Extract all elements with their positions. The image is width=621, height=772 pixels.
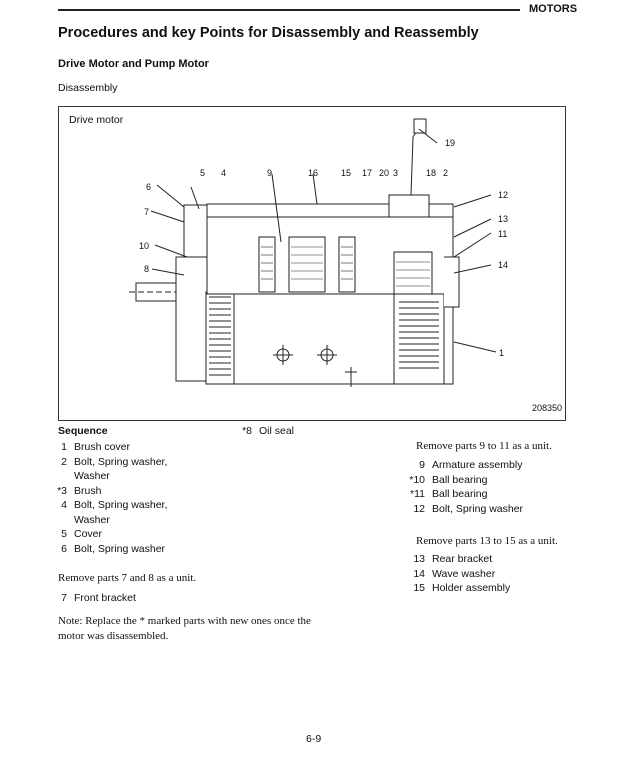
- callout-label: 9: [267, 168, 273, 178]
- callout-label: 16: [308, 168, 319, 178]
- figure-number: 208350: [532, 403, 563, 413]
- subtitle: Drive Motor and Pump Motor: [58, 58, 209, 70]
- callout-label: 7: [144, 207, 150, 217]
- note: Note: Replace the * marked parts with ne…: [58, 615, 311, 642]
- callout-label: 8: [144, 264, 150, 274]
- callout-label: 4: [221, 168, 227, 178]
- callout-label: 3: [393, 168, 399, 178]
- callout-label: 6: [146, 182, 152, 192]
- group-heading: Remove parts 13 to 15 as a unit.: [416, 535, 558, 547]
- callout-label: 11: [498, 229, 508, 239]
- callout-label: 19: [445, 138, 456, 148]
- callout-label: 2: [443, 168, 449, 178]
- callout-label: 1: [499, 348, 505, 358]
- sub-subtitle: Disassembly: [58, 82, 118, 94]
- callout-label: 17: [362, 168, 373, 178]
- callout-label: 18: [426, 168, 437, 178]
- group-heading: Remove parts 7 and 8 as a unit.: [58, 572, 197, 584]
- figure-caption: Drive motor: [69, 114, 124, 126]
- callout-label: 10: [139, 241, 150, 251]
- group-heading: Remove parts 9 to 11 as a unit.: [416, 440, 552, 452]
- list-item: Washer: [74, 470, 110, 482]
- sequence-heading: Sequence: [58, 425, 108, 437]
- figure-frame: Drive motor 208350: [58, 106, 566, 421]
- callout-label: 15: [341, 168, 352, 178]
- callout-label: 20: [379, 168, 390, 178]
- callout-label: 12: [498, 190, 509, 200]
- header-rule: [58, 9, 520, 11]
- page-number: 6-9: [306, 733, 322, 745]
- section-label: MOTORS: [529, 3, 578, 15]
- motor-drawing: [129, 118, 497, 387]
- page-title: Procedures and key Points for Disassembl…: [58, 25, 479, 41]
- callout-label: 5: [200, 168, 206, 178]
- callout-label: 14: [498, 260, 509, 270]
- list-item: Washer: [74, 513, 110, 526]
- callout-label: 13: [498, 214, 509, 224]
